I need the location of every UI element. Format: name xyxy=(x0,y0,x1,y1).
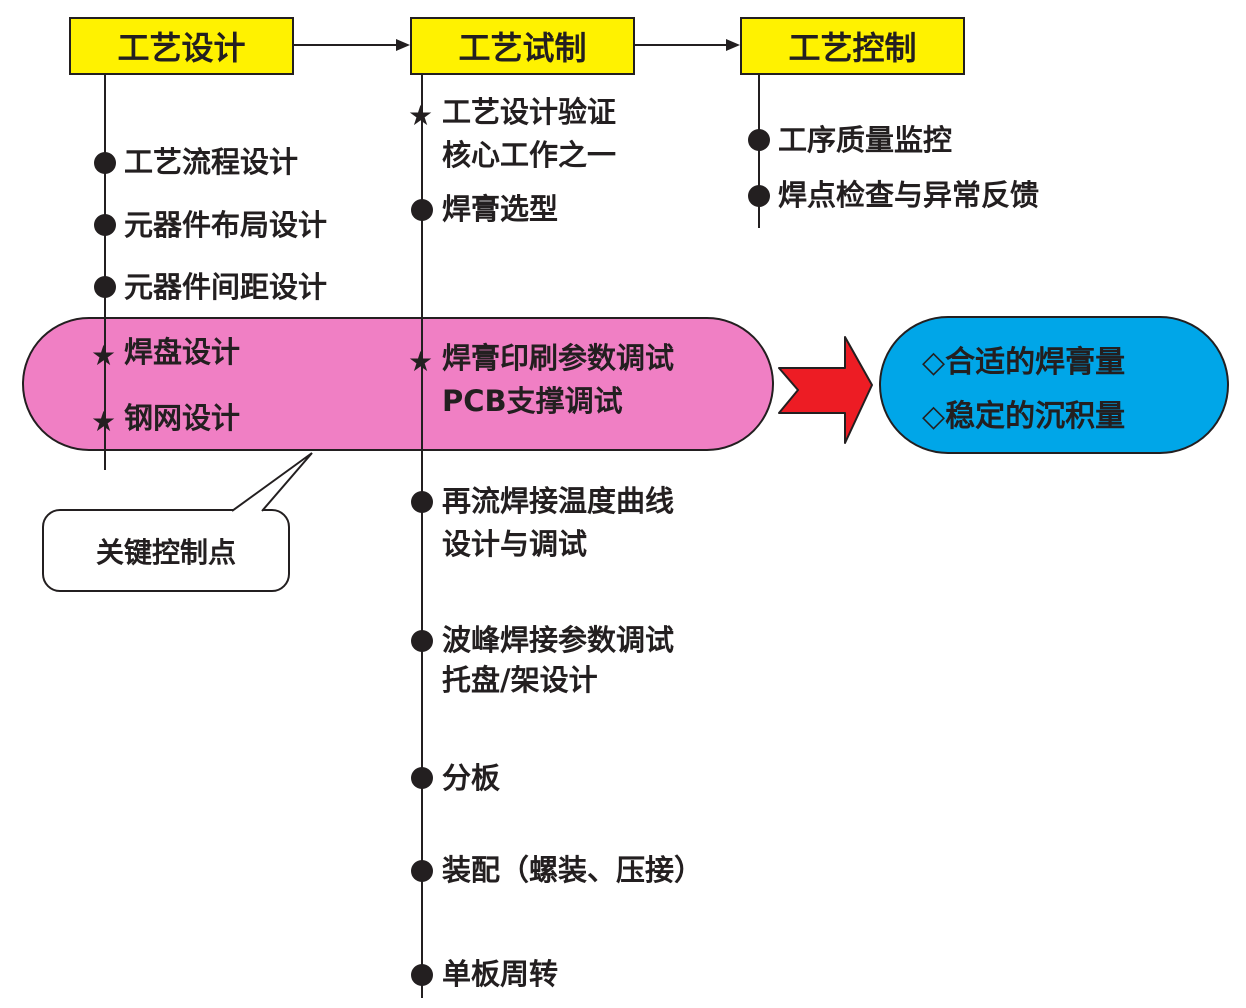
bullet-dot-icon xyxy=(411,491,433,513)
header-process-design: 工艺设计 xyxy=(69,17,294,75)
bullet-dot-icon xyxy=(411,860,433,882)
result-bubble xyxy=(879,316,1229,454)
design-item-spacing: 元器件间距设计 xyxy=(124,270,328,304)
header-process-trial: 工艺试制 xyxy=(410,17,635,75)
bullet-dot-icon xyxy=(411,199,433,221)
timeline-trial xyxy=(421,75,423,998)
arrow-head-2 xyxy=(726,39,740,51)
bullet-dot-icon xyxy=(411,964,433,986)
result-proper-paste-volume: ◇合适的焊膏量 xyxy=(922,345,1126,380)
bullet-dot-icon xyxy=(411,630,433,652)
timeline-control xyxy=(758,75,760,228)
callout-key-control-point: 关键控制点 xyxy=(42,509,290,592)
bullet-dot-icon xyxy=(94,214,116,236)
header-process-control: 工艺控制 xyxy=(740,17,965,75)
control-item-monitoring: 工序质量监控 xyxy=(778,123,953,157)
design-item-pad: 焊盘设计 xyxy=(124,335,241,369)
star-icon: ★ xyxy=(408,345,434,378)
trial-item-verification-line1: 工艺设计验证 xyxy=(442,95,617,129)
design-item-layout: 元器件布局设计 xyxy=(124,208,328,242)
star-icon: ★ xyxy=(91,405,117,438)
result-stable-deposition: ◇稳定的沉积量 xyxy=(922,399,1126,434)
bullet-dot-icon xyxy=(94,152,116,174)
trial-item-board-transfer: 单板周转 xyxy=(442,957,559,991)
trial-item-printing-line1: 焊膏印刷参数调试 xyxy=(442,341,675,375)
design-item-flow: 工艺流程设计 xyxy=(124,145,299,179)
result-arrow xyxy=(778,336,873,444)
bullet-dot-icon xyxy=(94,276,116,298)
trial-item-reflow-line2: 设计与调试 xyxy=(442,527,588,561)
trial-item-paste-selection: 焊膏选型 xyxy=(442,192,559,226)
key-control-band xyxy=(22,317,774,451)
trial-item-verification-line2: 核心工作之一 xyxy=(442,138,617,172)
trial-item-assembly: 装配（螺装、压接） xyxy=(442,853,704,887)
control-item-inspection: 焊点检查与异常反馈 xyxy=(778,178,1040,212)
bullet-dot-icon xyxy=(411,767,433,789)
callout-label: 关键控制点 xyxy=(95,535,236,569)
trial-item-depanel: 分板 xyxy=(442,761,501,795)
star-icon: ★ xyxy=(408,99,434,132)
trial-item-reflow-line1: 再流焊接温度曲线 xyxy=(442,484,675,518)
trial-item-wave-line2: 托盘/架设计 xyxy=(442,663,598,697)
trial-item-printing-line2: PCB支撑调试 xyxy=(442,384,623,418)
timeline-design xyxy=(104,75,106,470)
trial-item-wave-line1: 波峰焊接参数调试 xyxy=(442,623,675,657)
star-icon: ★ xyxy=(91,339,117,372)
arrow-head-1 xyxy=(396,39,410,51)
bullet-dot-icon xyxy=(748,129,770,151)
bullet-dot-icon xyxy=(748,185,770,207)
design-item-stencil: 钢网设计 xyxy=(124,401,241,435)
